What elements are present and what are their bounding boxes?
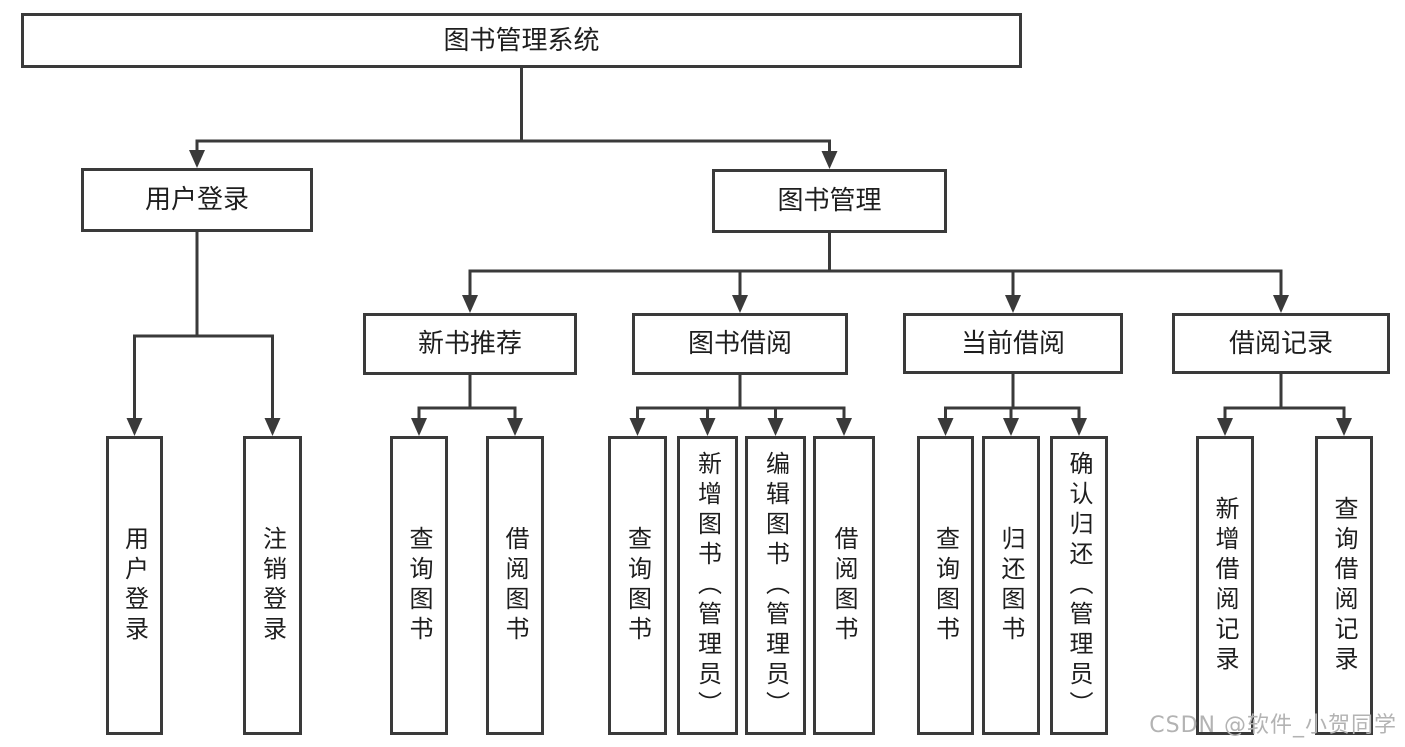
csdn-watermark: CSDN @软件_小贺同学 [1149, 713, 1397, 738]
leaf-borrow-books-recommendation: 借阅图书 [486, 436, 544, 735]
leaf-return-books: 归还图书 [982, 436, 1040, 735]
node-new-book-recommendation: 新书推荐 [363, 313, 577, 375]
leaf-borrow-books-borrowing: 借阅图书 [813, 436, 875, 735]
node-current-borrowing: 当前借阅 [903, 313, 1123, 374]
leaf-edit-books-admin: 编辑图书（管理员） [745, 436, 806, 735]
leaf-query-books-borrowing: 查询图书 [608, 436, 667, 735]
node-borrowing-records: 借阅记录 [1172, 313, 1390, 374]
node-book-management: 图书管理 [712, 169, 947, 233]
leaf-confirm-return-admin: 确认归还（管理员） [1050, 436, 1108, 735]
leaf-add-borrow-record: 新增借阅记录 [1196, 436, 1254, 735]
node-library-management-system: 图书管理系统 [21, 13, 1022, 68]
node-book-borrowing: 图书借阅 [632, 313, 848, 375]
node-user-login: 用户登录 [81, 168, 313, 232]
leaf-user-login: 用户登录 [106, 436, 163, 735]
leaf-logout: 注销登录 [243, 436, 302, 735]
leaf-add-books-admin: 新增图书（管理员） [677, 436, 738, 735]
leaf-query-borrow-record: 查询借阅记录 [1315, 436, 1373, 735]
leaf-query-books-current: 查询图书 [917, 436, 974, 735]
leaf-query-books-recommendation: 查询图书 [390, 436, 448, 735]
